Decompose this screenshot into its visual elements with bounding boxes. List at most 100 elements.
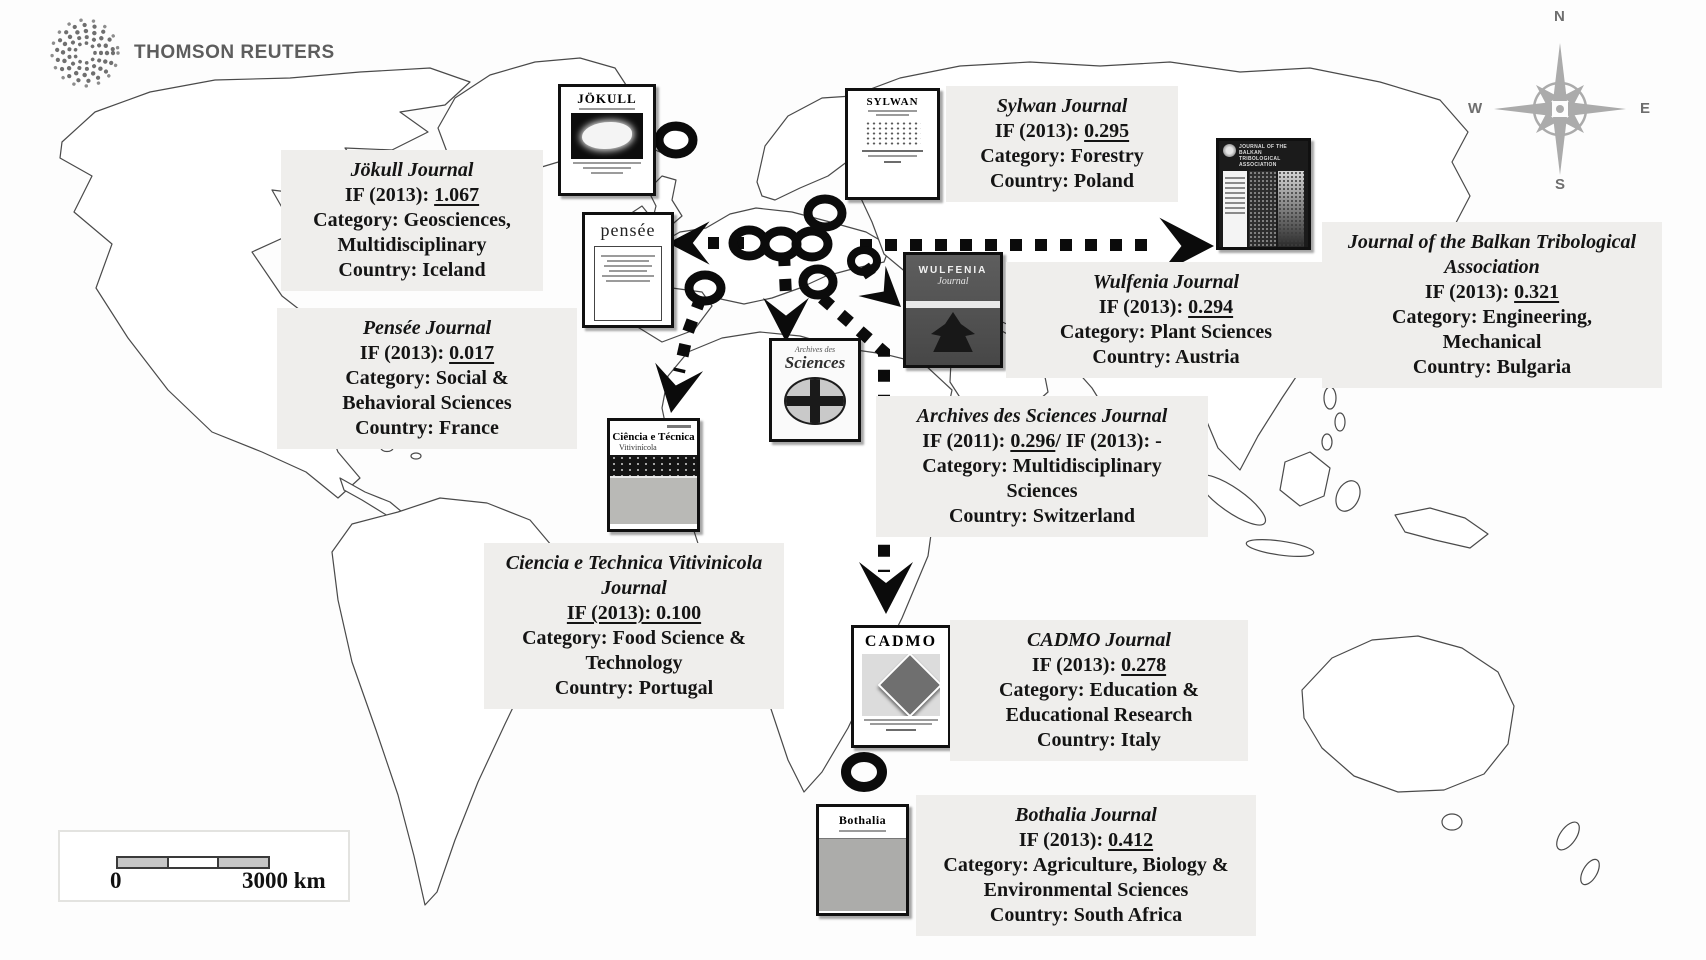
- cover-title: JOURNAL OF THE BALKAN TRIBOLOGICAL ASSOC…: [1239, 144, 1287, 168]
- if-label: IF (2013):: [359, 342, 445, 364]
- journal-title: CADMO Journal: [1027, 629, 1171, 651]
- journal-info-cadmo: CADMO Journal IF (2013): 0.278 Category:…: [950, 620, 1248, 761]
- cover-title: SYLWAN: [866, 96, 919, 108]
- impact-factor-line: IF (2013): 0.278: [970, 653, 1228, 678]
- journal-title: Ciencia e Technica Vitivinicola Journal: [505, 552, 763, 599]
- journal-title: Archives des Sciences Journal: [916, 405, 1168, 427]
- journal-title: Jökull Journal: [350, 159, 474, 181]
- impact-factor-line: IF (2013): 0.100: [504, 601, 764, 626]
- impact-factor-line: IF (2013): 0.017: [297, 341, 557, 366]
- if-label: IF (2013):: [1018, 829, 1104, 851]
- journal-info-wulfenia: Wulfenia Journal IF (2013): 0.294 Catego…: [1006, 262, 1326, 378]
- if-value: IF (2013): 0.100: [566, 602, 702, 624]
- journal-cover-ciencia: Ciência e Técnica Vitivinícola: [607, 418, 700, 532]
- journal-title: Wulfenia Journal: [1092, 271, 1240, 293]
- journal-title: Journal of the Balkan Tribological Assoc…: [1347, 231, 1637, 278]
- if-value: 0.017: [449, 342, 495, 364]
- journal-country: Country: Poland: [990, 170, 1134, 192]
- association-logo-icon: [1223, 144, 1236, 157]
- cover-title: pensée: [600, 220, 656, 240]
- journal-country: Country: Portugal: [554, 677, 714, 699]
- compass-north-label: N: [1554, 8, 1565, 25]
- journal-country: Country: Austria: [1092, 346, 1240, 368]
- journal-cover-pensee: pensée: [582, 212, 674, 328]
- if-label: IF (2013):: [344, 184, 430, 206]
- vine-illustration: [610, 455, 697, 476]
- journal-title: Sylwan Journal: [996, 95, 1128, 117]
- thomson-reuters-logo-icon: [50, 18, 120, 88]
- journal-country: Country: South Africa: [989, 904, 1183, 926]
- impact-factor-line: IF (2013): 0.295: [966, 119, 1158, 144]
- journal-cover-cadmo: CADMO: [851, 625, 951, 748]
- journal-info-balkan: Journal of the Balkan Tribological Assoc…: [1322, 222, 1662, 388]
- cover-title: JÖKULL: [577, 91, 637, 106]
- ring-bulgaria: [847, 246, 881, 276]
- impact-factor-line: IF (2013): 0.294: [1026, 295, 1306, 320]
- ring-austria: [791, 226, 833, 262]
- if-label: IF (2011):: [922, 430, 1006, 452]
- journal-category: Category: Plant Sciences: [1059, 321, 1273, 343]
- journal-country: Country: France: [355, 417, 499, 439]
- scale-bar: 0 3000 km: [58, 830, 350, 902]
- if-value: 0.294: [1188, 296, 1234, 318]
- if-value: 0.278: [1121, 654, 1167, 676]
- journal-country: Country: Bulgaria: [1412, 356, 1572, 378]
- cover-title: Sciences: [784, 353, 846, 372]
- journal-category: Category: Engineering, Mechanical: [1392, 306, 1592, 353]
- journal-category: Category: Multidisciplinary Sciences: [922, 455, 1162, 502]
- brand: THOMSON REUTERS: [50, 18, 335, 88]
- journal-title: Pensée Journal: [362, 317, 492, 339]
- cover-contents-frame: [594, 246, 662, 321]
- journal-info-bothalia: Bothalia Journal IF (2013): 0.412 Catego…: [916, 795, 1256, 936]
- cover-title: Ciência e Técnica: [612, 431, 695, 443]
- ring-portugal: [684, 270, 726, 306]
- if-value: 0.296: [1010, 430, 1056, 452]
- plant-silhouette: [931, 312, 975, 352]
- impact-factor-line: IF (2013): 1.067: [301, 183, 523, 208]
- compass-rose-icon: [1494, 43, 1626, 175]
- compass-west-label: W: [1468, 100, 1483, 117]
- journal-cover-balkan: JOURNAL OF THE BALKAN TRIBOLOGICAL ASSOC…: [1216, 138, 1311, 250]
- journal-title: Bothalia Journal: [1015, 804, 1157, 826]
- journal-cover-archives: Archives des Sciences: [769, 338, 861, 442]
- journal-category: Category: Education & Educational Resear…: [999, 679, 1199, 726]
- journal-cover-bothalia: Bothalia: [816, 804, 909, 916]
- cover-subtitle: Journal: [937, 276, 969, 287]
- scale-bar-graphic: [116, 856, 270, 869]
- ring-italy: [798, 264, 838, 300]
- journal-category: Category: Geosciences, Multidisciplinary: [313, 209, 511, 256]
- journal-cover-wulfenia: WULFENIA Journal: [903, 252, 1003, 368]
- journal-info-pensee: Pensée Journal IF (2013): 0.017 Category…: [277, 308, 577, 449]
- if-value: 0.295: [1084, 120, 1130, 142]
- cover-body: [610, 476, 697, 524]
- ring-south-africa: [841, 752, 887, 792]
- if-label: IF (2013):: [994, 120, 1080, 142]
- journal-info-archives: Archives des Sciences Journal IF (2011):…: [876, 396, 1208, 537]
- impact-factor-line: IF (2013): 0.321: [1342, 280, 1642, 305]
- ring-poland: [803, 194, 847, 232]
- location-rings: [654, 121, 887, 792]
- brand-name: THOMSON REUTERS: [134, 42, 335, 63]
- journal-category: Category: Agriculture, Biology & Environ…: [943, 854, 1229, 901]
- if-label: IF (2013):: [1424, 281, 1510, 303]
- cover-title: CADMO: [864, 633, 938, 650]
- ring-iceland: [654, 121, 698, 159]
- journal-info-ciencia: Ciencia e Technica Vitivinicola Journal …: [484, 543, 784, 709]
- journal-info-jokull: Jökull Journal IF (2013): 1.067 Category…: [281, 150, 543, 291]
- compass-east-label: E: [1640, 100, 1651, 117]
- cover-title: Bothalia: [838, 813, 887, 827]
- impact-factor-line: IF (2011): 0.296/ IF (2013): -: [892, 429, 1192, 454]
- journal-category: Category: Forestry: [980, 145, 1144, 167]
- cover-subtitle: Vitivinícola: [619, 443, 657, 452]
- journal-category: Category: Food Science & Technology: [522, 627, 746, 674]
- scale-start-label: 0: [110, 868, 122, 893]
- cover-artwork: [862, 654, 940, 716]
- journal-cover-jokull: JÖKULL: [558, 84, 656, 196]
- journal-cover-sylwan: SYLWAN: [845, 88, 940, 200]
- scale-end-label: 3000 km: [242, 868, 326, 893]
- journal-category: Category: Social & Behavioral Sciences: [342, 367, 512, 414]
- journal-country: Country: Switzerland: [948, 505, 1136, 527]
- cover-image: [571, 113, 643, 159]
- if-value: 0.412: [1108, 829, 1154, 851]
